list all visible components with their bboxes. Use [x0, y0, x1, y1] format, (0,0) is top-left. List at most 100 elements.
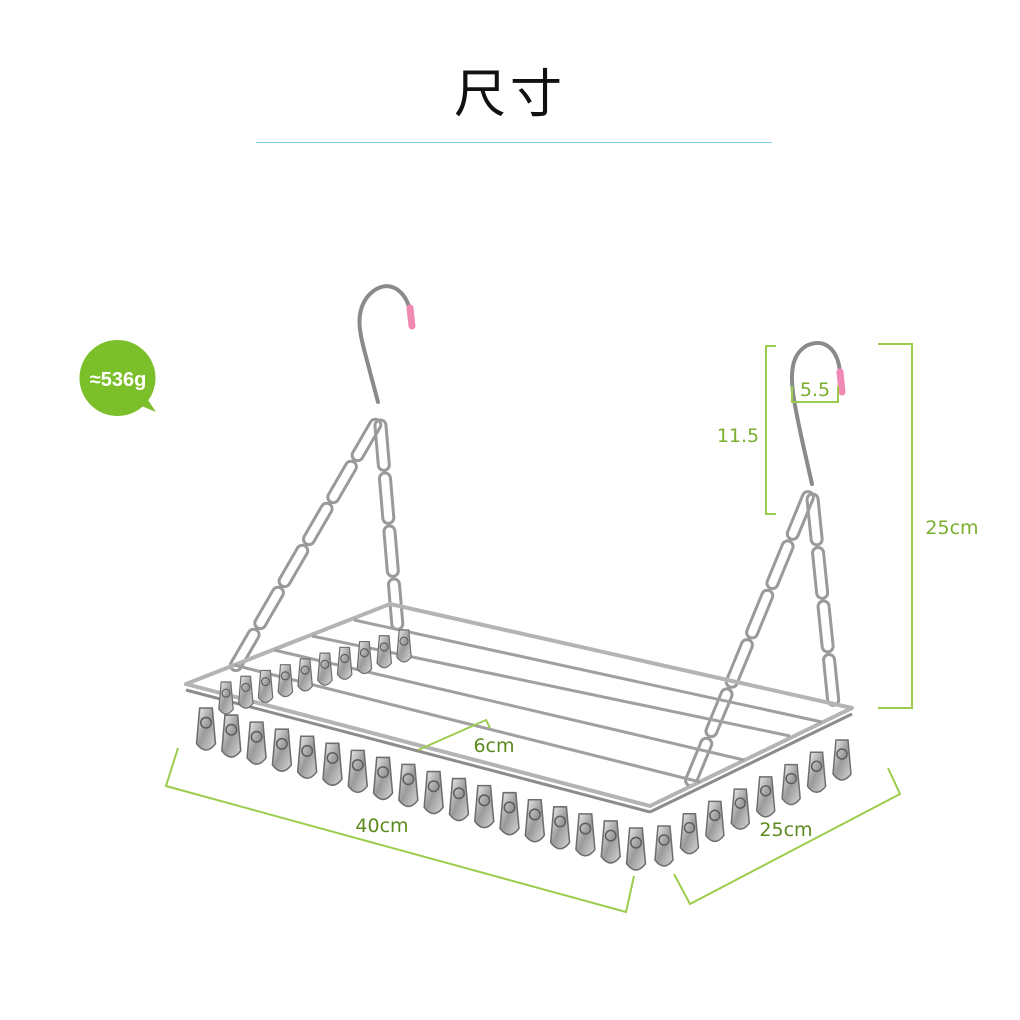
- clothespin-clip: [549, 806, 571, 850]
- clip-spring: [452, 787, 465, 800]
- clothespin-clip: [499, 791, 520, 836]
- clothespin-clip: [396, 629, 412, 663]
- clip-spring: [734, 797, 747, 809]
- clip-body: [356, 640, 373, 675]
- clothespin-clip: [336, 646, 353, 680]
- clip-body: [781, 763, 801, 806]
- clothespin-clip: [398, 763, 419, 808]
- clothespin-clip: [832, 739, 852, 781]
- chain-link: [253, 585, 285, 631]
- clip-body: [257, 669, 274, 704]
- clip-spring: [225, 723, 238, 736]
- clip-spring: [810, 760, 823, 773]
- clip-spring: [351, 759, 364, 772]
- clip-spring: [250, 730, 263, 743]
- clip-body: [317, 652, 333, 686]
- clip-spring: [709, 809, 721, 822]
- clip-spacing-label: 6cm: [473, 735, 514, 757]
- chain-link: [785, 490, 815, 541]
- clip-body: [755, 776, 776, 818]
- clothespin-clip: [679, 812, 700, 855]
- clip-spring: [478, 794, 491, 807]
- chain-link: [811, 545, 830, 600]
- clip-body: [398, 763, 419, 808]
- clothespin-clip: [322, 742, 343, 787]
- clothespin-clip: [806, 751, 827, 794]
- clothespin-clip: [271, 728, 293, 772]
- clothespin-clip: [705, 800, 725, 843]
- clip-body: [448, 777, 470, 822]
- clothespin-clip: [356, 640, 373, 675]
- clothespin-clip: [423, 770, 444, 815]
- clip-body: [221, 714, 242, 758]
- clip-spring: [579, 822, 592, 835]
- clip-spring: [379, 642, 389, 652]
- hook-height-label: 11.5: [717, 425, 759, 447]
- clothespin-clip: [237, 675, 254, 709]
- clip-body: [336, 646, 353, 680]
- clothespin-clip: [195, 707, 217, 751]
- clothespin-clip: [781, 763, 801, 806]
- clip-body: [195, 707, 217, 751]
- chain-link: [822, 652, 841, 707]
- clothespin-clip: [625, 827, 647, 871]
- clothespin-clips: [195, 629, 852, 871]
- clip-spring: [399, 636, 409, 646]
- clothespin-clip: [218, 681, 234, 715]
- chains: [228, 417, 841, 788]
- hook-width-label: 5.5: [800, 379, 830, 401]
- clip-body: [297, 658, 313, 692]
- clip-body: [237, 675, 254, 709]
- clip-body: [277, 664, 294, 698]
- clip-body: [625, 827, 647, 871]
- clothespin-clip: [372, 756, 394, 801]
- left-hook: [357, 284, 416, 404]
- width-dimension-line: [673, 767, 902, 906]
- clip-spring: [658, 834, 670, 846]
- clip-spring: [340, 653, 350, 664]
- clip-body: [524, 798, 546, 843]
- chain-link: [277, 543, 310, 589]
- clip-spring: [759, 785, 772, 797]
- clip-body: [218, 681, 234, 715]
- chain-link: [382, 524, 400, 578]
- clothespin-clip: [755, 776, 776, 818]
- clip-body: [473, 784, 495, 829]
- clothespin-clip: [600, 820, 621, 864]
- clip-body: [246, 721, 267, 765]
- clip-spacing-dimension-line: [417, 718, 491, 751]
- clothespin-clip: [317, 652, 333, 686]
- chain-link: [373, 418, 391, 472]
- clip-body: [705, 800, 725, 843]
- clip-spring: [683, 821, 696, 834]
- clothespin-clip: [730, 788, 751, 830]
- clip-spring: [528, 808, 541, 821]
- clip-body: [322, 742, 343, 787]
- chain-link: [377, 471, 396, 525]
- clothespin-clip: [448, 777, 470, 822]
- hook-tip-icon: [406, 304, 416, 330]
- clothespin-clip: [257, 669, 274, 704]
- clothespin-clip: [277, 664, 294, 698]
- clip-spring: [503, 801, 516, 814]
- clothespin-clip: [246, 721, 267, 765]
- clothespin-clip: [575, 813, 596, 857]
- right-hook: [789, 340, 846, 486]
- chain-link: [816, 599, 835, 654]
- clip-body: [575, 813, 596, 857]
- height-dimension-line: [878, 343, 913, 709]
- clothespin-clip: [473, 784, 495, 829]
- clip-body: [372, 756, 394, 801]
- clip-body: [654, 825, 674, 867]
- clip-body: [679, 812, 700, 855]
- chain-link: [704, 687, 734, 739]
- dimension-lines: [164, 343, 913, 914]
- chain-link: [805, 492, 824, 547]
- clip-spring: [629, 836, 643, 849]
- clip-body: [600, 820, 621, 864]
- weight-badge: ≈536g: [79, 340, 156, 416]
- width-label: 25cm: [759, 819, 812, 841]
- weight-badge-label: ≈536g: [90, 369, 147, 391]
